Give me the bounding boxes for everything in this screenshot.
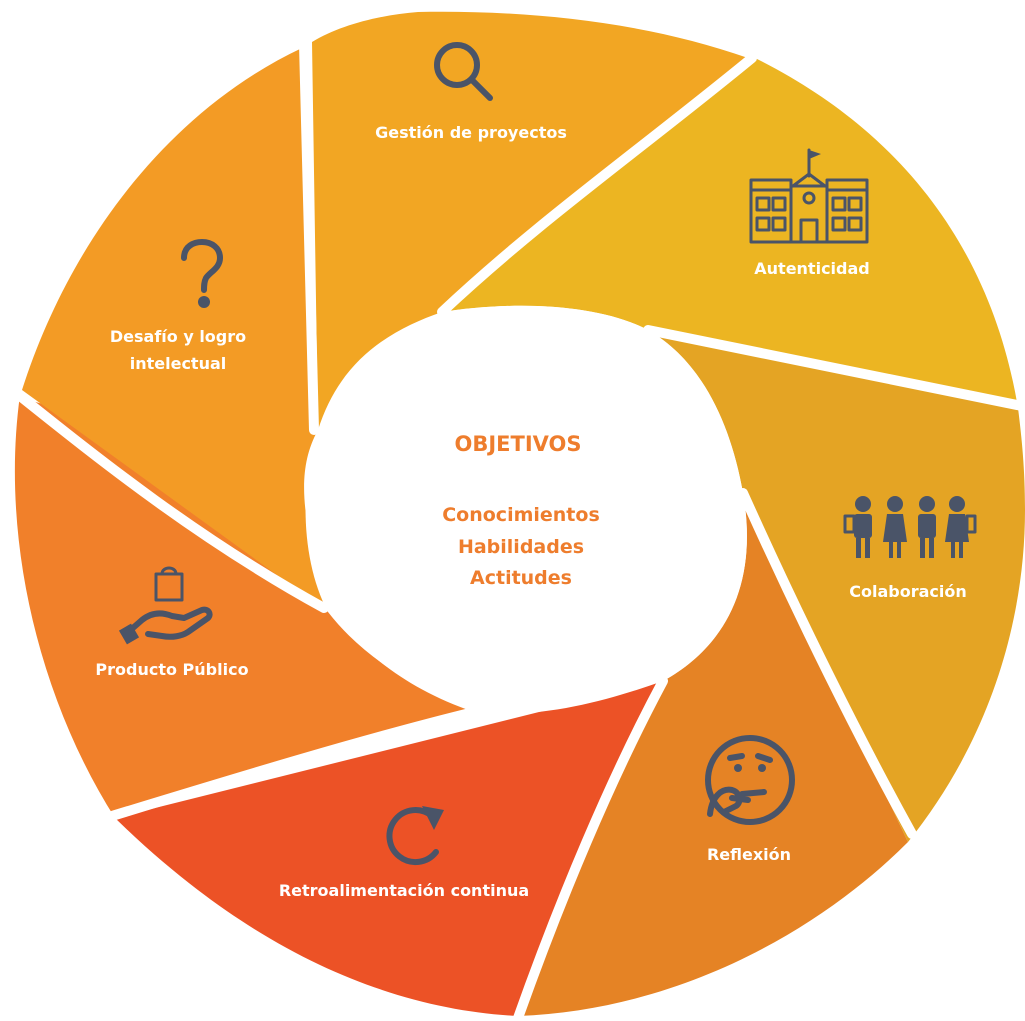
segment-autenticidad xyxy=(442,58,1018,408)
group-of-people-icon xyxy=(843,496,977,558)
label-colaboracion: Colaboración xyxy=(849,582,967,601)
question-mark-icon xyxy=(181,239,223,308)
center-circle xyxy=(305,305,747,714)
center-item-habilidades: Habilidades xyxy=(458,536,584,558)
label-retroalimentacion-continua: Retroalimentación continua xyxy=(279,881,529,900)
label-desafio-line2: intelectual xyxy=(130,354,227,373)
label-reflexion: Reflexión xyxy=(707,845,791,864)
segment-desafio xyxy=(22,48,328,612)
label-desafio-line1: Desafío y logro xyxy=(110,327,246,346)
center-item-conocimientos: Conocimientos xyxy=(442,504,600,526)
segment-dividers xyxy=(15,39,1025,1021)
hand-with-bag-icon xyxy=(118,566,213,645)
search-icon xyxy=(434,42,493,101)
school-building-icon xyxy=(749,148,869,244)
label-gestion-de-proyectos: Gestión de proyectos xyxy=(375,123,567,142)
segment-retroalimentacion xyxy=(115,681,663,1016)
segment-colaboracion xyxy=(648,330,1025,842)
label-producto-publico: Producto Público xyxy=(95,660,248,679)
segment-producto-publico xyxy=(14,395,474,818)
refresh-arrow-icon xyxy=(386,806,444,866)
thinking-face-icon xyxy=(705,735,795,825)
center-item-actitudes: Actitudes xyxy=(470,567,572,589)
label-autenticidad: Autenticidad xyxy=(754,259,869,278)
center-title: OBJETIVOS xyxy=(454,432,581,456)
segment-gestion xyxy=(312,11,748,431)
